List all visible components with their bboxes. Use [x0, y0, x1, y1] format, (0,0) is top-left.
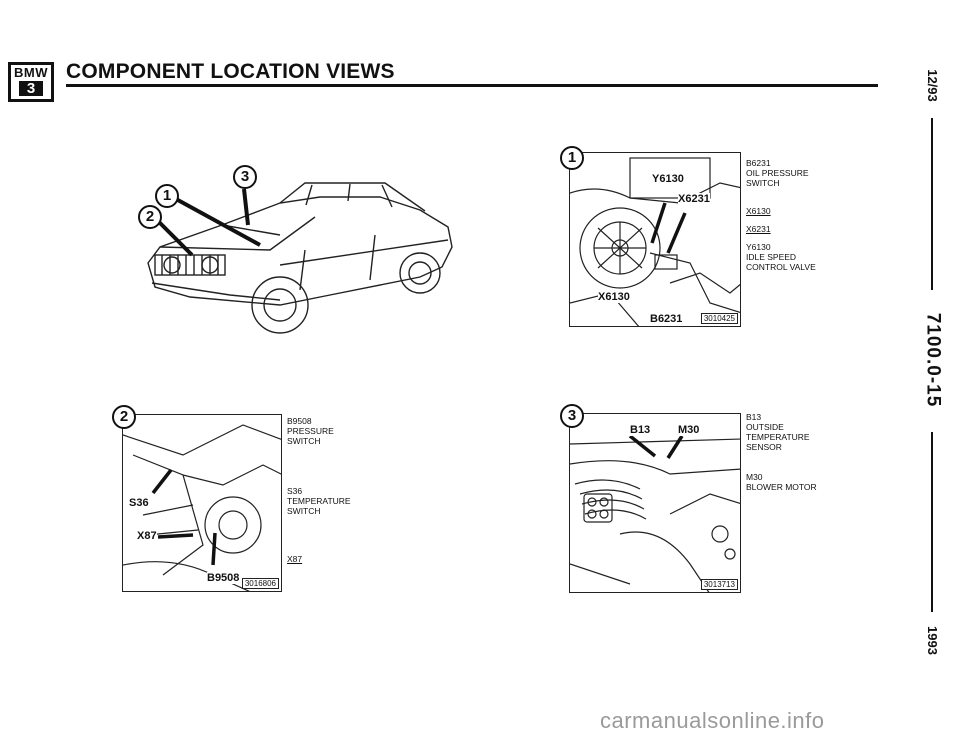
view-3-legend: B13 OUTSIDE TEMPERATURE SENSOR M30 BLOWE…: [746, 412, 817, 492]
view-2-figure-code: 3016806: [241, 578, 279, 589]
legend-desc: SENSOR: [746, 442, 782, 452]
view-1-label-x6130: X6130: [598, 291, 630, 303]
vehicle-overview-illustration: [147, 182, 453, 334]
view-2-legend: B9508 PRESSURE SWITCH S36 TEMPERATURE SW…: [287, 416, 351, 564]
view-2-number: 2: [112, 405, 136, 429]
legend-code: X6130: [746, 206, 771, 216]
view-1-label-b6231: B6231: [650, 313, 683, 325]
view-2-label-b9508: B9508: [207, 572, 240, 584]
overview-callout-1: 1: [155, 184, 179, 208]
view-3-engine-detail: B13 M30 3013713: [569, 413, 741, 593]
view-1-engine-detail: Y6130 X6231 X6130 B6231 3010425: [569, 152, 741, 327]
watermark-text: carmanualsonline.info: [600, 708, 825, 733]
view-2-label-s36: S36: [129, 497, 149, 509]
date-stamp-container: 12/93: [915, 60, 949, 110]
bmw-3-series-logo: BMW 3: [8, 62, 54, 102]
legend-code: B13: [746, 412, 762, 422]
legend-desc: IDLE SPEED: [746, 252, 797, 262]
view-1-legend: B6231 OIL PRESSURE SWITCH X6130 X6231 Y6…: [746, 158, 816, 272]
legend-desc: OUTSIDE: [746, 422, 784, 432]
legend-desc: CONTROL VALVE: [746, 262, 816, 272]
header-rule: [66, 84, 878, 87]
logo-series-text: 3: [19, 81, 43, 96]
view-3-figure-code: 3013713: [700, 579, 738, 590]
legend-desc: OIL PRESSURE: [746, 168, 809, 178]
year-stamp: 1993: [924, 625, 940, 655]
legend-code: X87: [287, 554, 303, 564]
overview-callout-3: 3: [233, 165, 257, 189]
legend-code: S36: [287, 486, 303, 496]
legend-desc: PRESSURE: [287, 426, 334, 436]
year-container: 1993: [915, 618, 949, 662]
view-2-engine-detail: S36 X87 B9508 3016806: [122, 414, 282, 592]
view-1-label-x6231: X6231: [678, 193, 710, 205]
date-stamp: 12/93: [924, 68, 940, 102]
view-3-number: 3: [560, 404, 584, 428]
view-1-figure-code: 3010425: [700, 313, 738, 324]
view-2-label-x87: X87: [137, 530, 157, 542]
legend-code: M30: [746, 472, 763, 482]
page-number: 7100.0-15: [922, 312, 944, 408]
legend-code: B6231: [746, 158, 771, 168]
logo-brand-text: BMW: [14, 65, 48, 80]
legend-desc: SWITCH: [287, 436, 321, 446]
legend-desc: TEMPERATURE: [746, 432, 810, 442]
margin-line-bottom: [931, 432, 933, 612]
view-3-label-m30: M30: [678, 424, 700, 436]
view-1-number: 1: [560, 146, 584, 170]
margin-line-top: [931, 118, 933, 290]
view-1-illustration: [570, 157, 740, 326]
legend-code: B9508: [287, 416, 312, 426]
legend-desc: SWITCH: [746, 178, 780, 188]
view-3-illustration: [570, 434, 740, 592]
legend-desc: BLOWER MOTOR: [746, 482, 817, 492]
view-3-label-b13: B13: [630, 424, 651, 436]
page-number-container: 7100.0-15: [915, 290, 949, 430]
legend-desc: TEMPERATURE: [287, 496, 351, 506]
legend-desc: SWITCH: [287, 506, 321, 516]
legend-code: X6231: [746, 224, 771, 234]
page-title: COMPONENT LOCATION VIEWS: [66, 60, 395, 83]
view-1-label-y6130: Y6130: [652, 173, 684, 185]
overview-callout-2: 2: [138, 205, 162, 229]
legend-code: Y6130: [746, 242, 771, 252]
